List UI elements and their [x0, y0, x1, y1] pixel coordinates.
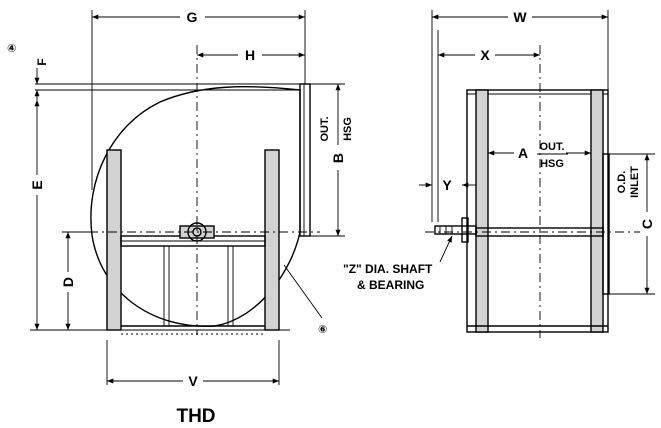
inlet-label-1: O.D. — [616, 171, 628, 194]
out-hsg-label-front-1: OUT. — [539, 141, 564, 153]
shaft — [434, 225, 477, 235]
shaft-bearing-note-1: "Z" DIA. SHAFT — [343, 262, 433, 276]
dim-g: G — [187, 9, 198, 25]
dim-d: D — [60, 277, 76, 287]
marker-4: ④ — [7, 43, 16, 55]
dim-f: F — [35, 58, 49, 65]
dim-h: H — [245, 47, 255, 63]
outlet-flange — [299, 83, 311, 237]
shaft-bearing-note-2: & BEARING — [357, 278, 424, 292]
out-hsg-label-side-2: HSG — [342, 117, 354, 141]
right-stand-post — [264, 149, 280, 331]
left-stand-post — [106, 149, 122, 331]
scroll-housing — [90, 85, 301, 327]
dim-v: V — [188, 373, 198, 389]
dim-a: A — [518, 145, 528, 161]
side-view: G H ④ F E D B OUT. HSG ⑥ — [7, 9, 354, 389]
out-hsg-label-side-1: OUT. — [319, 116, 331, 141]
front-left-post — [475, 89, 489, 333]
dim-b: B — [330, 153, 346, 163]
inlet-ring — [602, 153, 610, 295]
dim-x: X — [480, 47, 490, 63]
dim-y: Y — [442, 177, 452, 193]
dim-e: E — [29, 180, 45, 189]
dim-w: W — [513, 9, 527, 25]
out-hsg-label-front-2: HSG — [540, 158, 564, 170]
inlet-label-2: INLET — [629, 166, 641, 198]
marker-6: ⑥ — [318, 324, 327, 336]
drawing-title: THD — [176, 406, 215, 427]
front-view: W X A OUT. HSG Y "Z" DIA. SHAFT & BEARIN… — [343, 9, 655, 338]
dim-c: C — [639, 219, 655, 229]
front-right-post — [590, 89, 604, 333]
